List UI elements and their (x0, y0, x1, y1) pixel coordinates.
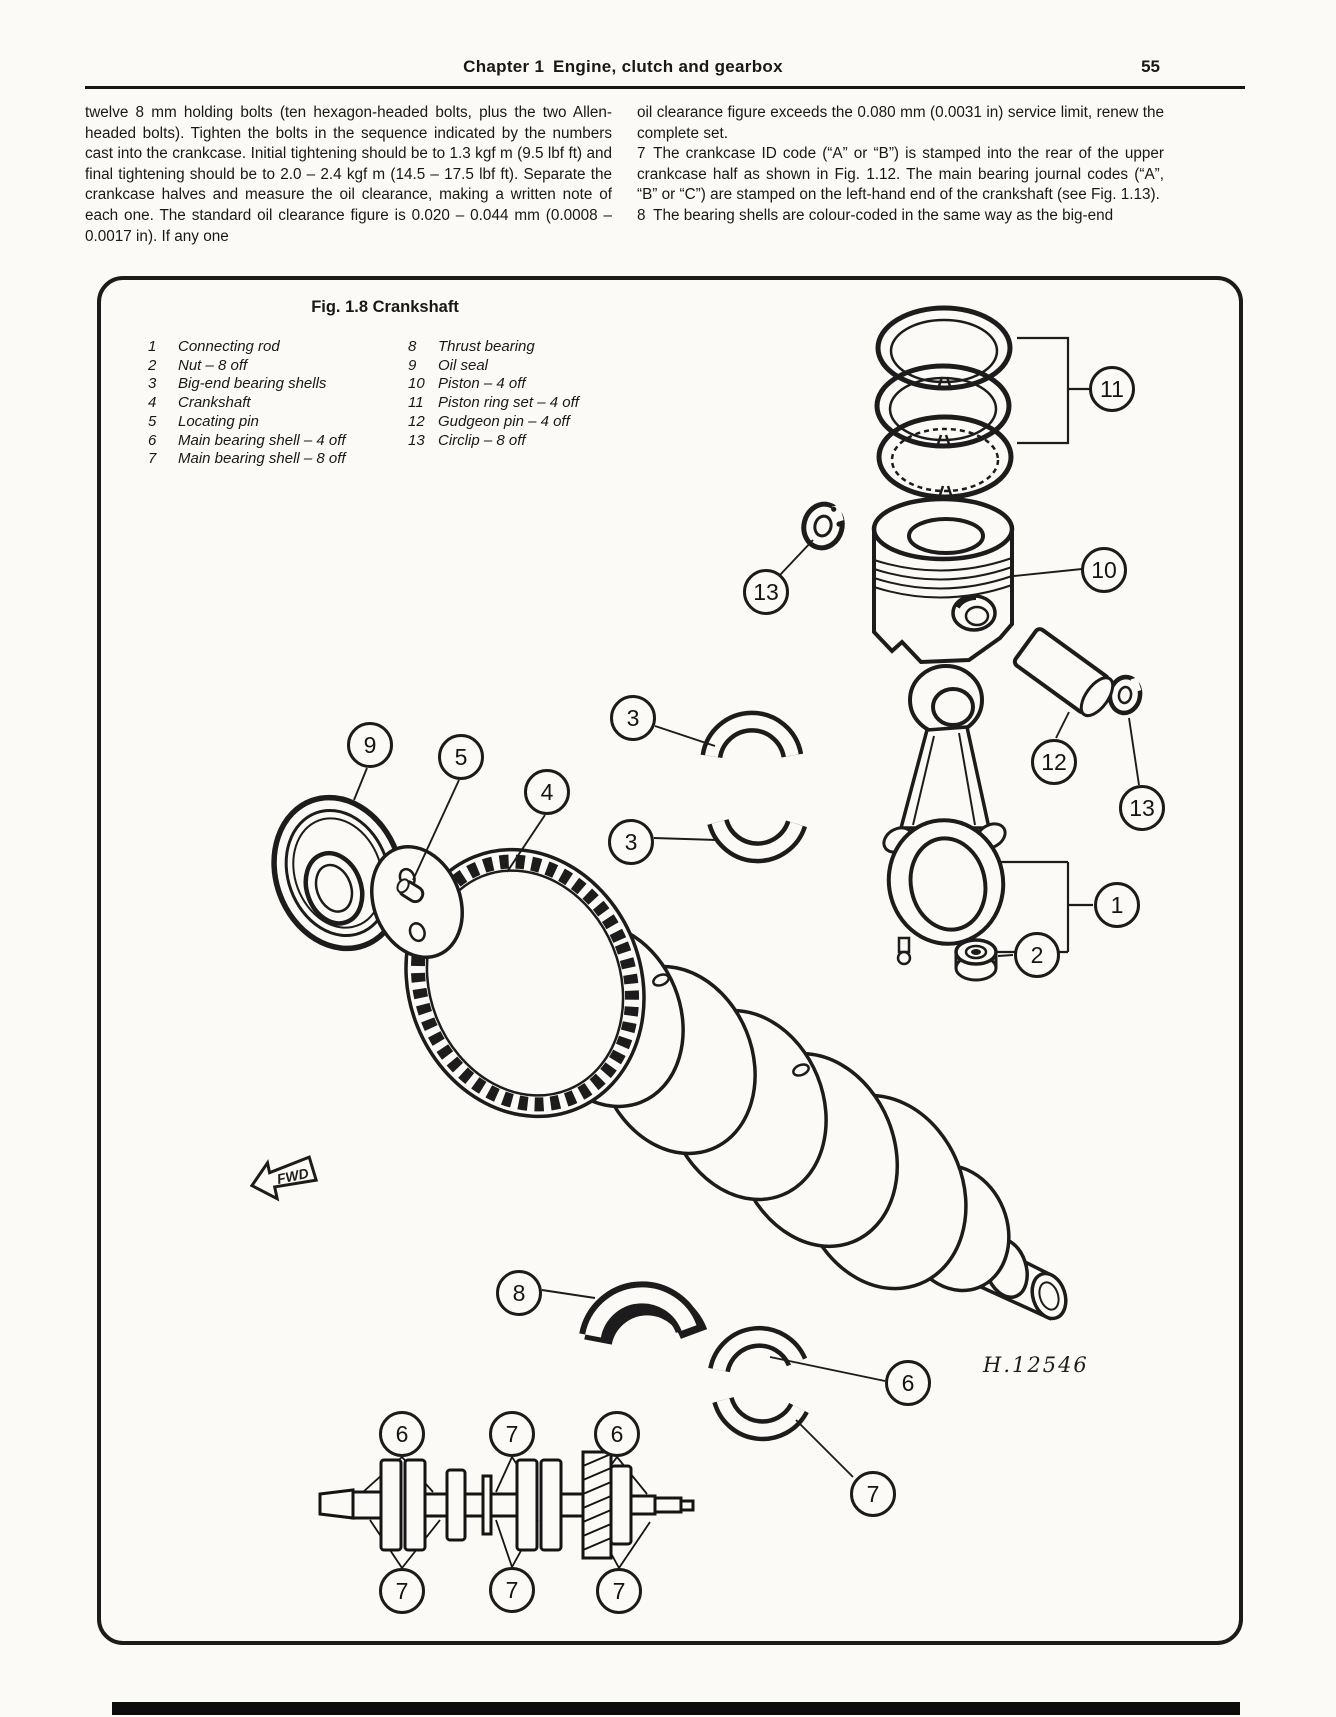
crankshaft-exploded-diagram: FWD H.12546 (249, 305, 1143, 1569)
callout-4-crankshaft: 4 (524, 769, 570, 815)
callout-1-connecting-rod: 1 (1094, 882, 1140, 928)
drawing-ref-label: H.12546 (982, 1353, 1089, 1377)
crankshaft-body (370, 845, 1068, 1321)
body-column-right: oil clearance figure exceeds the 0.080 m… (637, 103, 1164, 227)
big-end-shells (700, 710, 808, 864)
paragraph: twelve 8 mm holding bolts (ten hexagon-h… (85, 104, 612, 245)
callout-7-schematic-f: 7 (596, 1568, 642, 1614)
bottom-scan-bar (112, 1702, 1240, 1715)
callout-7-main-shell: 7 (850, 1471, 896, 1517)
callout-7-schematic-d: 7 (379, 1568, 425, 1614)
gudgeon-pin (1012, 627, 1115, 718)
callout-13-circlip-right: 13 (1119, 785, 1165, 831)
body-column-left: twelve 8 mm holding bolts (ten hexagon-h… (85, 103, 612, 247)
fwd-arrow: FWD (249, 1155, 319, 1202)
callout-9-oil-seal: 9 (347, 722, 393, 768)
circlip-left (801, 501, 845, 551)
crankshaft-schematic (318, 1450, 695, 1569)
paragraph: 7 The crankcase ID code (“A” or “B”) is … (637, 145, 1164, 204)
leader-lines (353, 539, 1140, 1478)
figure-title: Fig. 1.8 Crankshaft (311, 298, 459, 316)
main-bearing-shells (708, 1325, 809, 1442)
page-number: 55 (1141, 57, 1160, 76)
piston-rings (874, 305, 1090, 500)
big-end-nut (954, 938, 998, 982)
fwd-label: FWD (275, 1165, 310, 1187)
callout-6-schematic-c: 6 (594, 1411, 640, 1457)
chapter-header: Chapter 1 Engine, clutch and gearbox (463, 57, 783, 76)
callout-11-ring-set: 11 (1089, 366, 1135, 412)
locating-pin (396, 878, 425, 904)
callout-5-locating-pin: 5 (438, 734, 484, 780)
callout-7-schematic-b: 7 (489, 1411, 535, 1457)
callout-8-thrust-bearing: 8 (496, 1270, 542, 1316)
paragraph: oil clearance figure exceeds the 0.080 m… (637, 104, 1164, 142)
callout-6-schematic-a: 6 (379, 1411, 425, 1457)
callout-6-main-shell: 6 (885, 1360, 931, 1406)
callout-3-shell-upper: 3 (610, 695, 656, 741)
thrust-bearing (579, 1281, 708, 1346)
piston (871, 496, 1015, 665)
callout-13-circlip-left: 13 (743, 569, 789, 615)
callout-12-gudgeon-pin: 12 (1031, 739, 1077, 785)
callout-7-schematic-e: 7 (489, 1567, 535, 1613)
header-rule (85, 86, 1245, 89)
callout-10-piston: 10 (1081, 547, 1127, 593)
callout-3-shell-lower: 3 (608, 819, 654, 865)
connecting-rod (882, 664, 1093, 966)
callout-2-nut: 2 (1014, 932, 1060, 978)
paragraph: 8 The bearing shells are colour-coded in… (637, 206, 1114, 224)
